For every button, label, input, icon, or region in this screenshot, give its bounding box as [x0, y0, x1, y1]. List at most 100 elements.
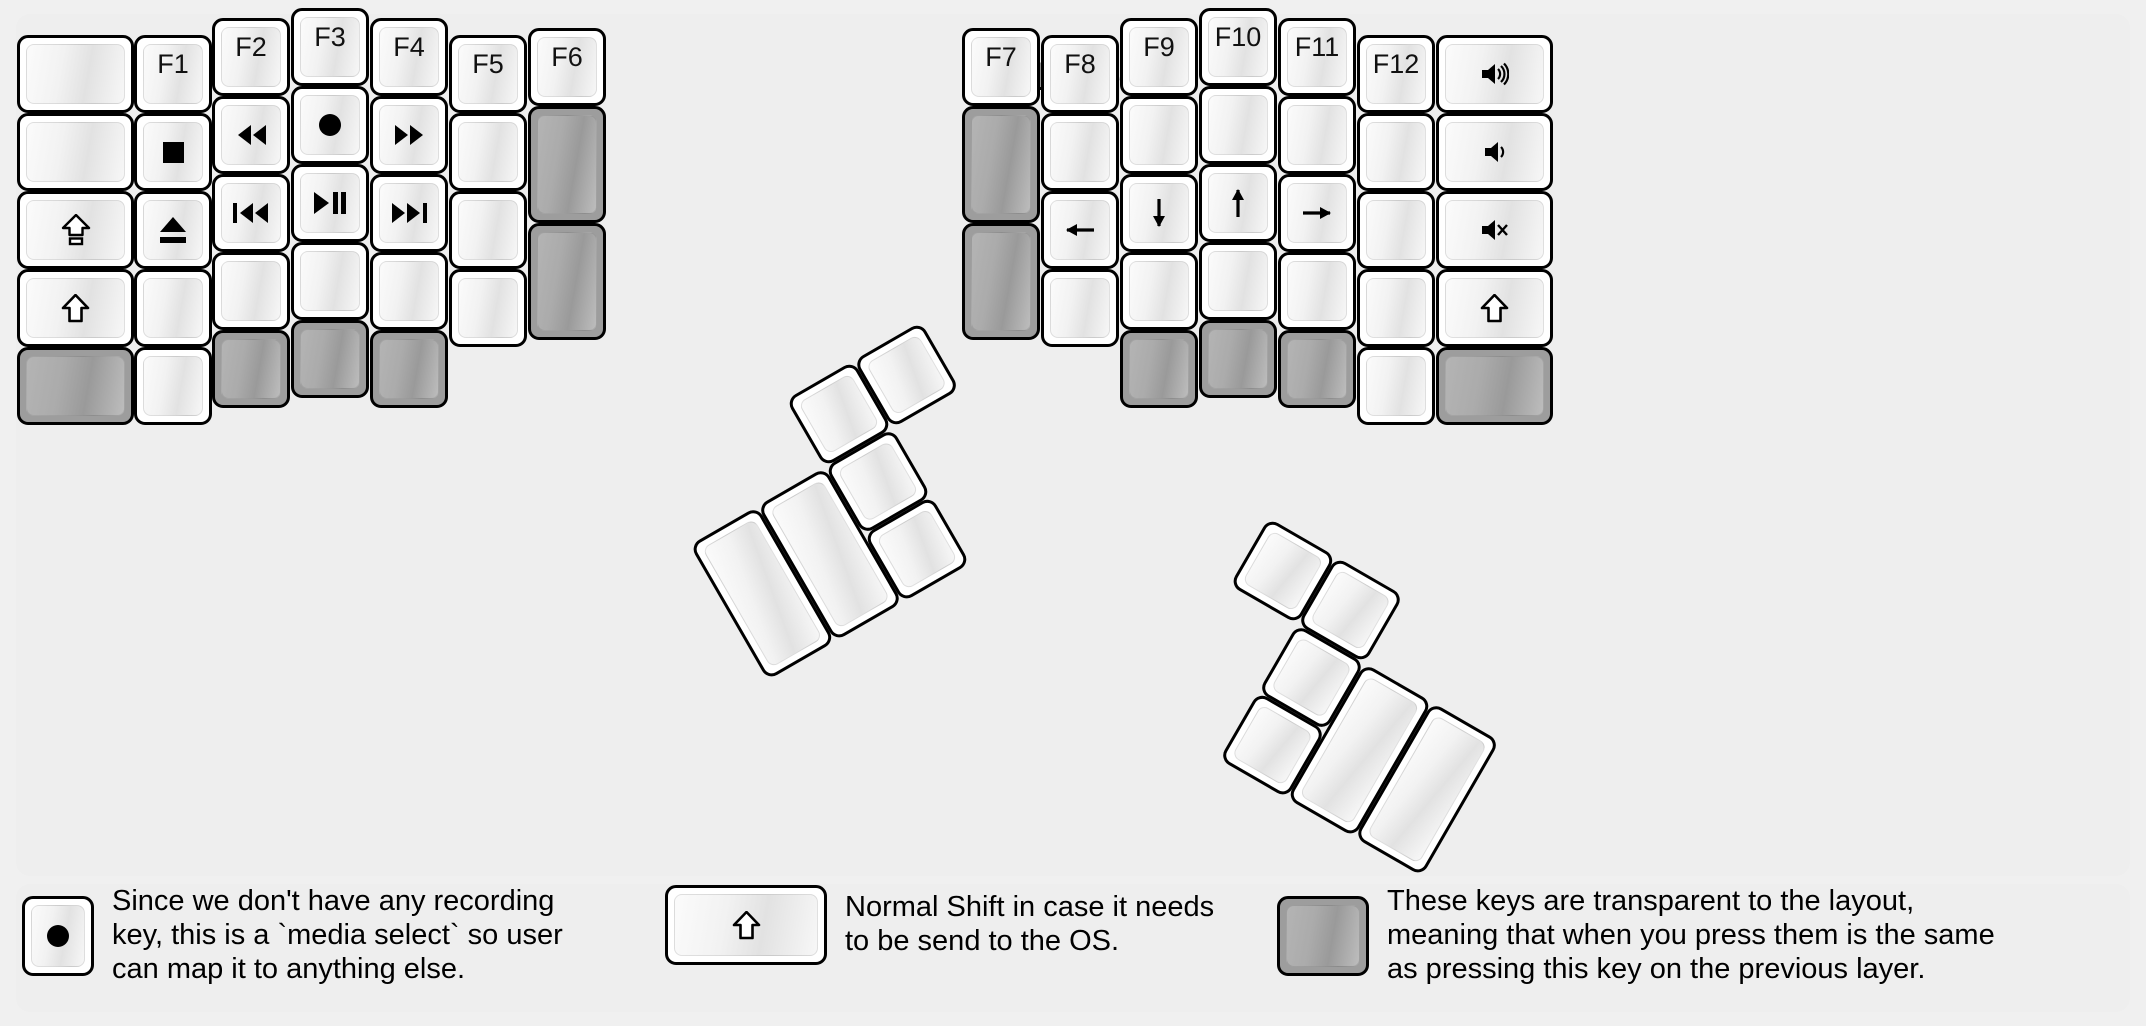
right-col-f11-key-1[interactable]	[1278, 96, 1356, 174]
keycap-face	[221, 339, 281, 399]
right-col-f12-key-3[interactable]	[1357, 269, 1435, 347]
keycap-face	[1208, 95, 1268, 155]
right-col-f8-key-0[interactable]: F8	[1041, 35, 1119, 113]
legend-text-2: These keys are transparent to the layout…	[1387, 885, 1995, 985]
left-col-f5-key-0[interactable]: F5	[449, 35, 527, 113]
left-col-f4-key-3[interactable]	[370, 252, 448, 330]
right-col-f9-key-0[interactable]: F9	[1120, 18, 1198, 96]
left-col-f4-key-2[interactable]	[370, 174, 448, 252]
left-col-mods-key-2[interactable]	[17, 191, 134, 269]
left-col-f4-key-0[interactable]: F4	[370, 18, 448, 96]
left-col-f3-key-1[interactable]	[291, 86, 369, 164]
left-col-f3-key-4[interactable]	[291, 320, 369, 398]
keycap-face	[26, 356, 125, 416]
right-col-volume-key-3[interactable]	[1436, 269, 1553, 347]
left-col-f1-key-0[interactable]: F1	[134, 35, 212, 113]
left-col-f1-key-3[interactable]	[134, 269, 212, 347]
left-col-f4-key-4[interactable]	[370, 330, 448, 408]
left-col-f3-key-3[interactable]	[291, 242, 369, 320]
left-col-f1-key-4[interactable]	[134, 347, 212, 425]
left-col-f2-key-0[interactable]: F2	[212, 18, 290, 96]
keycap-face	[1445, 44, 1544, 104]
left-col-f3-key-2[interactable]	[291, 164, 369, 242]
right-col-f10-key-4[interactable]	[1199, 320, 1277, 398]
keycap-face: F8	[1050, 44, 1110, 104]
right-col-f9-key-1[interactable]	[1120, 96, 1198, 174]
keycap-face: F12	[1366, 44, 1426, 104]
right-col-f9-key-3[interactable]	[1120, 252, 1198, 330]
legend-sample-key-0	[22, 895, 94, 976]
keycap-face	[31, 904, 85, 967]
right-col-f11-key-2[interactable]	[1278, 174, 1356, 252]
left-col-f5-key-2[interactable]	[449, 191, 527, 269]
right-col-f7-key-1[interactable]	[962, 106, 1040, 223]
right-col-f10-key-3[interactable]	[1199, 242, 1277, 320]
keycap-face	[143, 122, 203, 182]
left-col-f2-key-4[interactable]	[212, 330, 290, 408]
right-col-f10-key-0[interactable]: F10	[1199, 8, 1277, 86]
left-col-f1-key-2[interactable]	[134, 191, 212, 269]
right-col-f12-key-0[interactable]: F12	[1357, 35, 1435, 113]
right-col-f7-key-0[interactable]: F7	[962, 28, 1040, 106]
keycap-face	[143, 278, 203, 338]
right-col-f12-key-4[interactable]	[1357, 347, 1435, 425]
left-col-f5-key-1[interactable]	[449, 113, 527, 191]
left-col-f5-key-3[interactable]	[449, 269, 527, 347]
keycap-face	[1366, 122, 1426, 182]
keycap-face	[300, 95, 360, 155]
legend-text-1: Normal Shift in case it needs to be send…	[845, 891, 1215, 957]
left-col-f2-key-3[interactable]	[212, 252, 290, 330]
keycap-face	[458, 200, 518, 260]
right-col-volume-key-0[interactable]	[1436, 35, 1553, 113]
left-col-f3-key-0[interactable]: F3	[291, 8, 369, 86]
keycap-face	[26, 122, 125, 182]
keycap-face	[300, 329, 360, 389]
shift-icon	[1480, 293, 1509, 323]
keycap-face	[1287, 105, 1347, 165]
left-col-f2-key-1[interactable]	[212, 96, 290, 174]
arrow-left-icon	[1064, 218, 1096, 242]
right-col-f8-key-3[interactable]	[1041, 269, 1119, 347]
right-col-volume-key-2[interactable]	[1436, 191, 1553, 269]
left-col-f1-key-1[interactable]	[134, 113, 212, 191]
key-label: F7	[985, 42, 1017, 72]
right-col-volume-key-4[interactable]	[1436, 347, 1553, 425]
right-col-f10-key-2[interactable]	[1199, 164, 1277, 242]
legend-panel	[16, 884, 2130, 1012]
right-col-volume-key-1[interactable]	[1436, 113, 1553, 191]
right-col-f11-key-3[interactable]	[1278, 252, 1356, 330]
keycap-face	[300, 251, 360, 311]
right-col-f9-key-4[interactable]	[1120, 330, 1198, 408]
arrow-up-icon	[1226, 187, 1250, 219]
keycap-face	[221, 105, 281, 165]
right-col-f10-key-1[interactable]	[1199, 86, 1277, 164]
left-col-f4-key-1[interactable]	[370, 96, 448, 174]
keycap-face	[300, 173, 360, 233]
key-label: F12	[1372, 49, 1420, 79]
right-col-f8-key-2[interactable]	[1041, 191, 1119, 269]
left-col-mods-key-3[interactable]	[17, 269, 134, 347]
right-col-f12-key-1[interactable]	[1357, 113, 1435, 191]
right-col-f9-key-2[interactable]	[1120, 174, 1198, 252]
left-col-f6-key-0[interactable]: F6	[528, 28, 606, 106]
left-col-f6-key-1[interactable]	[528, 106, 606, 223]
left-col-mods-key-0[interactable]	[17, 35, 134, 113]
key-label: F9	[1143, 32, 1175, 62]
right-col-f11-key-4[interactable]	[1278, 330, 1356, 408]
right-col-f11-key-0[interactable]: F11	[1278, 18, 1356, 96]
key-label: F5	[472, 49, 504, 79]
keycap-face	[221, 261, 281, 321]
left-col-f6-key-2[interactable]	[528, 223, 606, 340]
keycap-face: F7	[971, 37, 1031, 97]
keycap-face	[537, 232, 597, 331]
left-col-f2-key-2[interactable]	[212, 174, 290, 252]
left-col-mods-key-4[interactable]	[17, 347, 134, 425]
key-label: F10	[1214, 22, 1262, 52]
play-pause-icon	[313, 191, 347, 215]
next-track-icon	[391, 202, 427, 224]
left-col-mods-key-1[interactable]	[17, 113, 134, 191]
right-col-f8-key-1[interactable]	[1041, 113, 1119, 191]
keycap-face	[1445, 278, 1544, 338]
right-col-f12-key-2[interactable]	[1357, 191, 1435, 269]
right-col-f7-key-2[interactable]	[962, 223, 1040, 340]
